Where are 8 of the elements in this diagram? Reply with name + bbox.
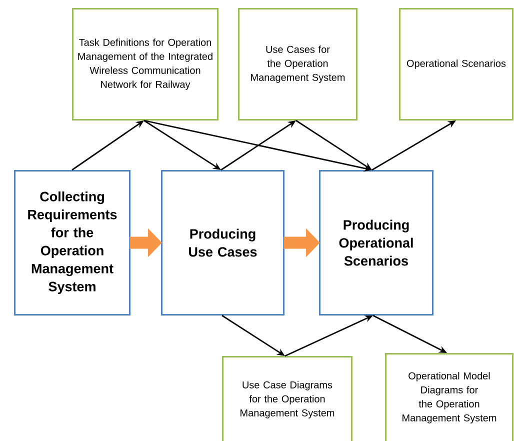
out-box: Use Case Diagrams for the Operation Management System [222, 356, 352, 441]
out-box: Operational Model Diagrams for the Operation Management System [385, 353, 514, 441]
out-box: Use Cases for the Operation Management System [238, 8, 358, 120]
step-box: Collecting Requirements for the Operation Management System [14, 170, 130, 316]
step-box: Producing Use Cases [161, 170, 284, 316]
out-box: Operational Scenarios [399, 8, 514, 120]
out-box: Task Definitions for Operation Management of the Integrated Wireless Communication Network for Railway [72, 8, 218, 120]
step-box: Producing Operational Scenarios [319, 170, 434, 316]
